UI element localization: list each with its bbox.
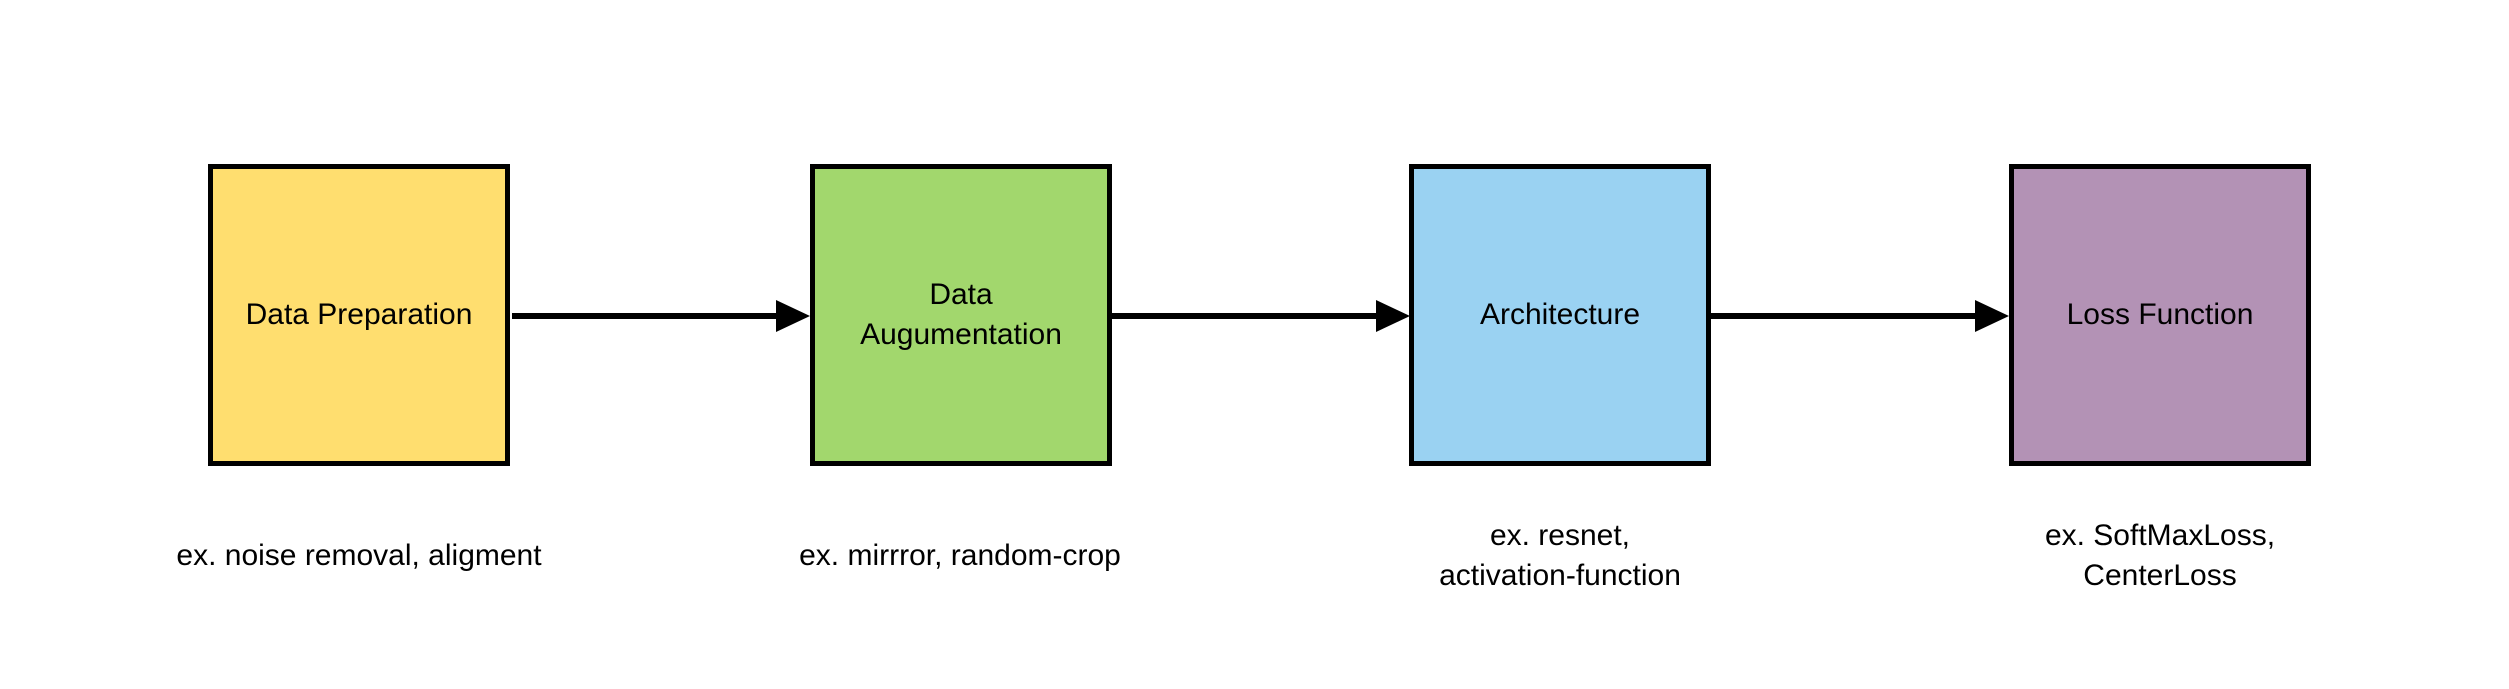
arrowhead-right-icon (1975, 300, 2009, 332)
node-architecture-label: Architecture (1479, 298, 1641, 331)
flow-edge-line-3 (1711, 313, 1977, 319)
node-loss-function-label: Loss Function (2066, 298, 2254, 331)
node-architecture: Architecture (1409, 164, 1711, 466)
node-loss-function-caption: ex. SoftMaxLoss, CenterLoss (2044, 519, 2276, 592)
flow-edge-line-1 (512, 313, 778, 319)
arrowhead-right-icon (776, 300, 810, 332)
node-data-preparation-label: Data Preparation (245, 298, 473, 331)
flow-edge-line-2 (1112, 313, 1378, 319)
node-data-augumentation-label: Data Augumentation (860, 278, 1062, 351)
arrowhead-right-icon (1376, 300, 1410, 332)
node-data-augumentation: Data Augumentation (810, 164, 1112, 466)
node-data-preparation: Data Preparation (208, 164, 510, 466)
node-loss-function: Loss Function (2009, 164, 2311, 466)
node-data-augumentation-caption: ex. mirrror, random-crop (799, 539, 1121, 572)
node-architecture-caption: ex. resnet, activation-function (1439, 519, 1681, 592)
node-data-preparation-caption: ex. noise removal, aligment (176, 539, 542, 572)
